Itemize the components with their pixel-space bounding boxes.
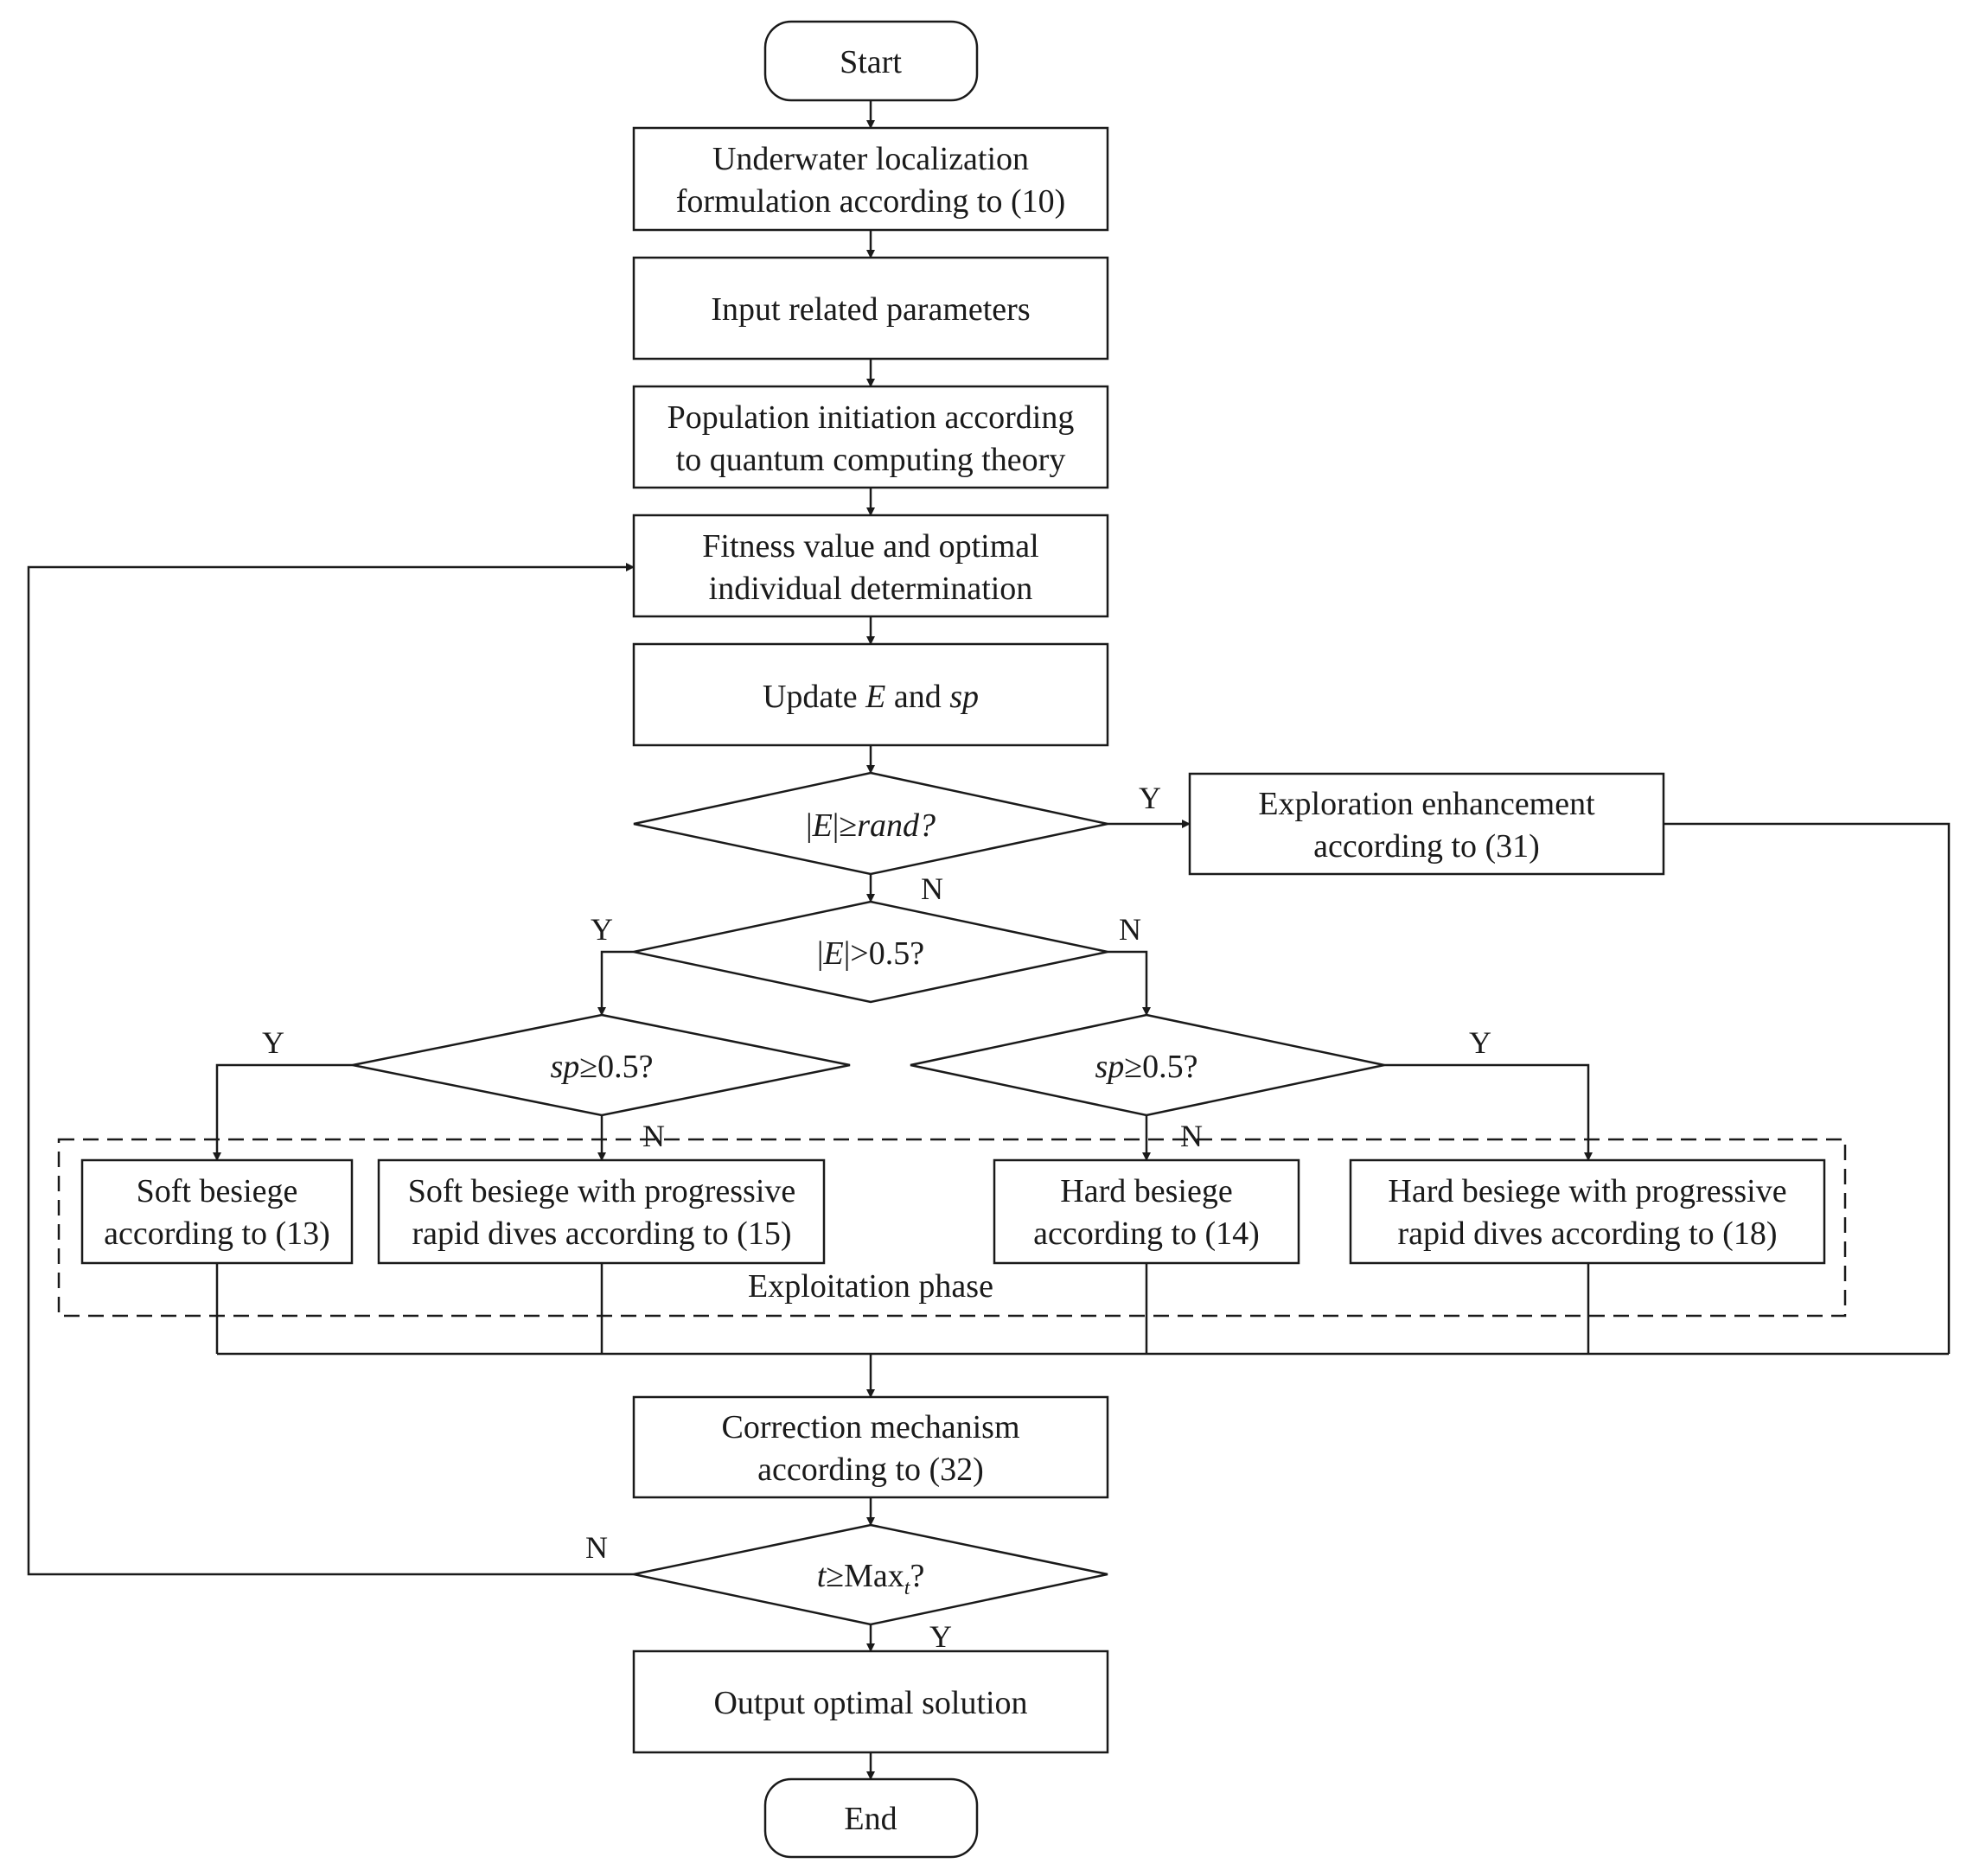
t-decision-node: t≥Maxt?	[633, 1523, 1108, 1626]
sp-right-no-label: N	[1180, 1119, 1203, 1153]
soft-dives-box	[377, 1158, 826, 1265]
formulation-box	[632, 126, 1109, 232]
e-decision-label: |E|>0.5?	[817, 935, 924, 972]
input-label: Input related parameters	[711, 291, 1030, 328]
sp-left-decision-diamond	[352, 1013, 851, 1117]
fitness-node: Fitness value and optimal individual det…	[632, 514, 1109, 618]
e-decision-node: |E|>0.5?	[633, 900, 1108, 1004]
rand-no-label: N	[921, 871, 943, 906]
input-node: Input related parameters	[632, 256, 1109, 361]
fitness-line-2: individual determination	[709, 571, 1033, 607]
end-node: End	[763, 1777, 979, 1859]
soft-dives-node: Soft besiege with progressive rapid dive…	[377, 1158, 826, 1265]
arrow-sp-left-yes-to-soft	[213, 1063, 353, 1161]
population-line-1: Population initiation according	[667, 399, 1075, 436]
soft-node: Soft besiege according to (13)	[80, 1158, 354, 1265]
output-box	[632, 1649, 1109, 1754]
correction-node: Correction mechanism according to (32)	[632, 1395, 1109, 1499]
rand-decision-node: |E|≥rand?	[633, 771, 1108, 876]
soft-line-1: Soft besiege	[137, 1173, 298, 1209]
output-label: Output optimal solution	[713, 1685, 1027, 1721]
arrow-sp-right-yes-to-hard-dives	[1384, 1063, 1593, 1161]
correction-box	[632, 1395, 1109, 1499]
formulation-line-2: formulation according to (10)	[676, 183, 1066, 220]
sp-left-decision-node: sp≥0.5?	[352, 1013, 851, 1117]
hard-dives-node: Hard besiege with progressive rapid dive…	[1349, 1158, 1826, 1265]
exploration-line-2: according to (31)	[1313, 828, 1540, 865]
exploration-node: Exploration enhancement according to (31…	[1188, 772, 1665, 876]
arrow-e-yes-to-sp-left	[597, 950, 634, 1016]
hard-dives-box	[1349, 1158, 1826, 1265]
hard-node: Hard besiege according to (14)	[993, 1158, 1300, 1265]
t-decision-diamond	[633, 1523, 1108, 1626]
correction-line-1: Correction mechanism	[721, 1409, 1019, 1445]
sp-right-decision-label: sp≥0.5?	[1095, 1049, 1197, 1085]
hard-box	[993, 1158, 1300, 1265]
start-terminal	[763, 20, 979, 102]
sp-left-decision-label: sp≥0.5?	[550, 1049, 653, 1085]
hard-dives-line-2: rapid dives according to (18)	[1398, 1216, 1778, 1252]
exploitation-phase-group	[57, 1138, 1847, 1318]
hard-line-1: Hard besiege	[1060, 1173, 1232, 1209]
rand-decision-diamond	[633, 771, 1108, 876]
formulation-node: Underwater localization formulation acco…	[632, 126, 1109, 232]
end-label: End	[844, 1801, 897, 1837]
e-no-label: N	[1119, 912, 1141, 947]
start-label: Start	[840, 44, 902, 80]
population-node: Population initiation according to quant…	[632, 385, 1109, 489]
exploitation-phase-label: Exploitation phase	[748, 1268, 993, 1305]
sp-left-no-label: N	[642, 1119, 665, 1153]
rand-decision-label: |E|≥rand?	[806, 807, 936, 844]
arrow-t-no-loop-to-fitness	[27, 563, 635, 1576]
fitness-box	[632, 514, 1109, 618]
t-decision-label: t≥Maxt?	[817, 1558, 925, 1599]
connectors	[27, 100, 1951, 1780]
update-node: Update E and sp	[632, 642, 1109, 747]
soft-dives-line-1: Soft besiege with progressive	[408, 1173, 796, 1209]
hard-dives-line-1: Hard besiege with progressive	[1388, 1173, 1786, 1209]
output-node: Output optimal solution	[632, 1649, 1109, 1754]
rand-yes-label: Y	[1139, 781, 1161, 815]
sp-left-yes-label: Y	[262, 1025, 284, 1060]
start-node: Start	[763, 20, 979, 102]
t-no-label: N	[585, 1530, 608, 1565]
end-terminal	[763, 1777, 979, 1859]
sp-right-yes-label: Y	[1469, 1025, 1491, 1060]
population-box	[632, 385, 1109, 489]
t-yes-label: Y	[929, 1619, 952, 1654]
exploration-line-1: Exploration enhancement	[1258, 786, 1595, 822]
input-box	[632, 256, 1109, 361]
edge-labels: Y N Y N Y N Y N N Y	[262, 781, 1491, 1654]
soft-line-2: according to (13)	[104, 1216, 330, 1252]
exploration-box	[1188, 772, 1665, 876]
soft-box	[80, 1158, 354, 1265]
population-line-2: to quantum computing theory	[676, 442, 1066, 478]
e-yes-label: Y	[591, 912, 613, 947]
update-box	[632, 642, 1109, 747]
correction-line-2: according to (32)	[757, 1452, 984, 1488]
formulation-line-1: Underwater localization	[712, 141, 1029, 177]
soft-dives-line-2: rapid dives according to (15)	[412, 1216, 792, 1252]
fitness-line-1: Fitness value and optimal	[702, 528, 1038, 565]
hard-line-2: according to (14)	[1033, 1216, 1260, 1252]
update-label: Update E and sp	[763, 679, 979, 715]
sp-right-decision-node: sp≥0.5?	[910, 1013, 1385, 1117]
sp-right-decision-diamond	[910, 1013, 1385, 1117]
arrow-e-no-to-sp-right	[1108, 950, 1151, 1016]
line-exploration-to-merge	[1664, 822, 1951, 1354]
e-decision-diamond	[633, 900, 1108, 1004]
